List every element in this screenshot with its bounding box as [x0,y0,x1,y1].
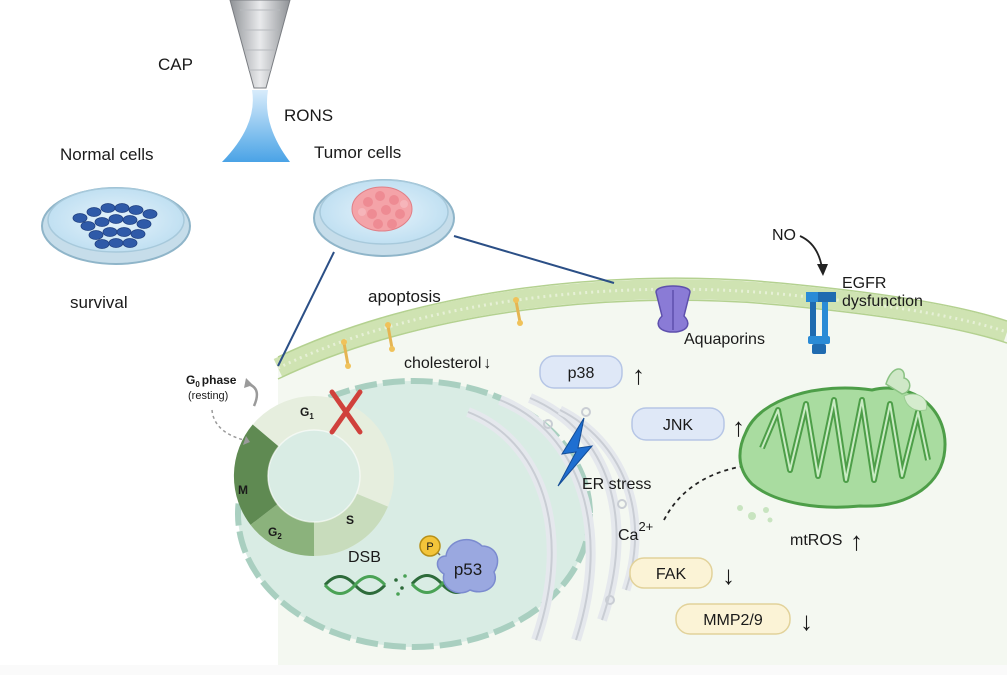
p38-label: p38 [568,365,595,382]
p53-protein: P p53 [419,535,499,594]
dsb-label: DSB [348,549,381,566]
phase-s-segment [313,492,388,556]
g2-label-sub: 2 [277,532,282,541]
tumor-cells-label: Tumor cells [314,143,401,162]
cholesterol-marker [385,322,395,352]
g0-phase-word: phase [202,373,237,387]
phosphate-label: P [426,541,433,553]
apoptosis-label: apoptosis [368,287,441,306]
svg-text:cholesterol↓: cholesterol↓ [404,355,491,372]
mtros-label: mtROS [790,532,842,549]
mitochondrion-rupture-fragment [903,393,928,411]
jnk-pill [631,407,725,441]
m-phase-label: M [238,483,248,497]
fak-label: FAK [656,566,687,583]
p38-arrow: ↑ [632,360,645,390]
egfr-label-line2: dysfunction [842,293,923,310]
normal-cell-cluster [72,203,158,249]
p38-pill [539,355,623,389]
jnk-label: JNK [663,417,694,434]
mmp-arrow: ↓ [800,606,813,636]
mtros-arrow: ↑ [850,526,863,556]
g0-return-arrow [211,409,245,441]
jnk-indicator: JNK ↑ [631,407,745,442]
resting-label: (resting) [188,390,228,402]
cell-cycle-ring [233,396,394,557]
zoom-line-left [277,251,335,367]
jnk-arrow: ↑ [732,412,745,442]
er-stress-label: ER stress [582,476,651,493]
phase-m-segment [233,424,280,525]
calcium-label-main: Ca [618,527,639,544]
mitochondrion-rupture-fragment [885,368,911,395]
normal-cells-label: Normal cells [60,145,154,164]
g0-phase-sub: 0 [195,380,200,389]
g1-label-main: G [300,405,309,419]
svg-text:G1: G1 [300,405,314,421]
p53-label: p53 [454,560,482,579]
egfr-receptor-icon [806,292,836,354]
aquaporin-channel-icon [655,285,691,333]
fak-pill [629,557,713,589]
cap-nozzle [229,0,291,89]
p38-indicator: p38 ↑ [539,355,645,390]
membrane-inner-edge [277,299,1007,380]
g0-exit-arrow [247,382,259,407]
cell-cycle-arrest-cross [329,389,363,435]
cap-label: CAP [158,55,193,74]
egfr-label-line1: EGFR [842,275,886,292]
g1-label-sub: 1 [309,412,314,421]
rons-label: RONS [284,106,333,125]
mmp-label: MMP2/9 [703,612,763,629]
membrane-midline [277,287,1007,370]
survival-label: survival [70,293,128,312]
tumor-cell-cluster [351,186,413,232]
normal-cells-dish [41,187,191,265]
phase-g2-segment [250,503,315,557]
phosphate-badge [419,535,441,557]
mmp-indicator: MMP2/9 ↓ [675,603,813,636]
zoom-line-right [453,235,615,284]
no-arrow [799,235,823,269]
fak-arrow: ↓ [722,560,735,590]
lightning-bolt-icon [557,417,594,487]
g0-phase-main: G [186,373,195,387]
bottom-strip [0,665,1007,675]
mitochondrion-cristae-inner [761,399,929,481]
fak-indicator: FAK ↓ [629,557,735,590]
mmp-pill [675,603,791,635]
cholesterol-arrow: ↓ [483,355,491,372]
cholesterol-label: cholesterol [404,355,481,372]
s-phase-label: S [346,513,354,527]
tumor-cells-dish [313,179,455,257]
svg-text:G2: G2 [268,525,282,541]
g2-label-main: G [268,525,277,539]
no-label: NO [772,227,796,244]
cholesterol-marker [513,297,523,326]
membrane-outer-edge [277,277,1007,358]
mitochondrion [737,368,947,523]
aquaporins-label: Aquaporins [684,331,765,348]
svg-text:Ca2+: Ca2+ [618,519,653,544]
cholesterol-marker [341,339,351,369]
calcium-label-sup: 2+ [638,519,653,534]
plasma-jet [222,90,290,162]
